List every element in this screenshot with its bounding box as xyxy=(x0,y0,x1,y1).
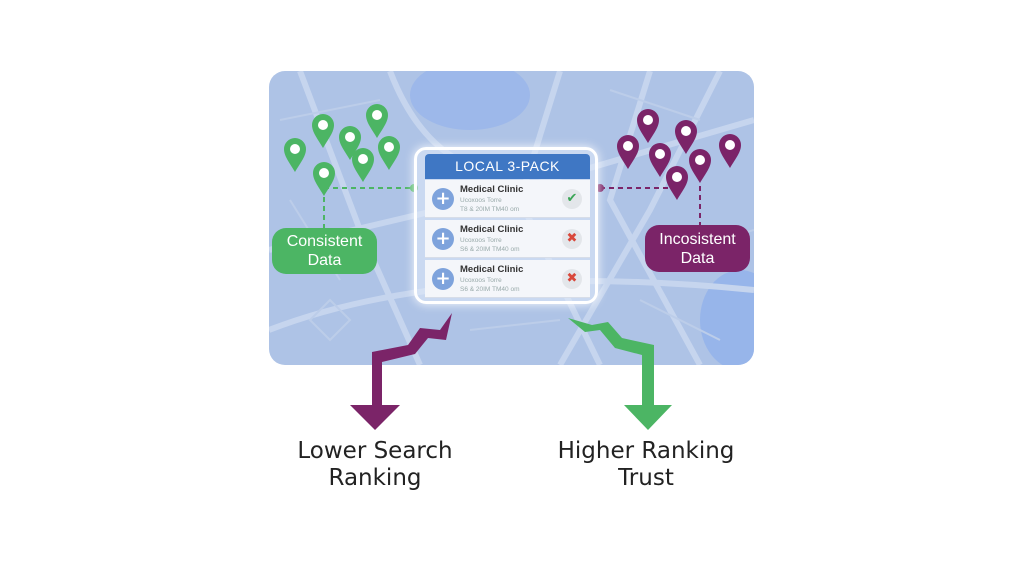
outcome-line: Lower Search xyxy=(297,438,453,464)
pin-hole xyxy=(318,120,328,130)
pin-hole xyxy=(695,155,705,165)
label-line: Incosistent xyxy=(659,230,736,248)
outcome-line: Ranking xyxy=(328,465,422,491)
listing-address: Ucoxoos Torre xyxy=(460,237,502,244)
pin-hole xyxy=(655,149,665,159)
inconsistent-connector xyxy=(600,186,701,225)
outcome-line: Trust xyxy=(618,465,674,491)
map-pin-icon xyxy=(617,135,639,169)
map-pin-icon xyxy=(284,138,306,172)
map-pin-icon xyxy=(649,143,671,177)
pin-hole xyxy=(643,115,653,125)
water-area xyxy=(700,270,754,365)
connector-dot xyxy=(596,184,604,192)
map-pin-icon xyxy=(666,166,688,200)
panel-title: LOCAL 3-PACK xyxy=(425,154,590,179)
listing-name: Medical Clinic xyxy=(460,264,524,275)
listing-row[interactable]: + Medical Clinic Ucoxoos Torre T8 & 20IM… xyxy=(425,180,590,218)
medical-cross-icon: + xyxy=(432,188,454,210)
map-pin-icon xyxy=(352,148,374,182)
listing-hours: S6 & 20IM TM40 om xyxy=(460,286,520,293)
map-pin-icon xyxy=(637,109,659,143)
map-pin-icon xyxy=(719,134,741,168)
map-pin-icon xyxy=(312,114,334,148)
pin-hole xyxy=(384,142,394,152)
pin-hole xyxy=(358,154,368,164)
cross-icon: ✖ xyxy=(562,229,582,249)
listing-hours: S6 & 20IM TM40 om xyxy=(460,246,520,253)
pin-hole xyxy=(372,110,382,120)
listing-row[interactable]: + Medical Clinic Ucoxoos Torre S6 & 20IM… xyxy=(425,220,590,258)
listing-address: Ucoxoos Torre xyxy=(460,277,502,284)
map-pin-icon xyxy=(689,149,711,183)
pin-hole xyxy=(319,168,329,178)
pin-hole xyxy=(681,126,691,136)
listing-address: Ucoxoos Torre xyxy=(460,197,502,204)
label-line: Data xyxy=(680,249,715,267)
purple-pins xyxy=(617,109,741,200)
label-line: Data xyxy=(307,252,342,269)
listing-name: Medical Clinic xyxy=(460,184,524,195)
listing-row[interactable]: + Medical Clinic Ucoxoos Torre S6 & 20IM… xyxy=(425,260,590,298)
listing-name: Medical Clinic xyxy=(460,224,524,235)
map-pin-icon xyxy=(339,126,361,160)
pin-hole xyxy=(672,172,682,182)
cross-icon: ✖ xyxy=(562,269,582,289)
map-pin-icon xyxy=(313,162,335,196)
water-area xyxy=(410,71,530,130)
down-arrow-green xyxy=(568,318,672,430)
check-icon: ✔ xyxy=(562,189,582,209)
map-background xyxy=(269,71,754,365)
pin-hole xyxy=(725,140,735,150)
medical-cross-icon: + xyxy=(432,268,454,290)
map-pin-icon xyxy=(366,104,388,138)
medical-cross-icon: + xyxy=(432,228,454,250)
consistent-connector xyxy=(323,187,412,228)
listing-hours: T8 & 20IM TM40 om xyxy=(460,206,520,213)
pin-hole xyxy=(290,144,300,154)
map-pin-icon xyxy=(675,120,697,154)
pin-hole xyxy=(345,132,355,142)
map-pin-icon xyxy=(378,136,400,170)
pin-hole xyxy=(623,141,633,151)
green-pins xyxy=(284,104,400,196)
down-arrow-purple xyxy=(350,313,452,430)
label-line: Consistent xyxy=(286,233,363,250)
outcome-line: Higher Ranking xyxy=(557,438,735,464)
